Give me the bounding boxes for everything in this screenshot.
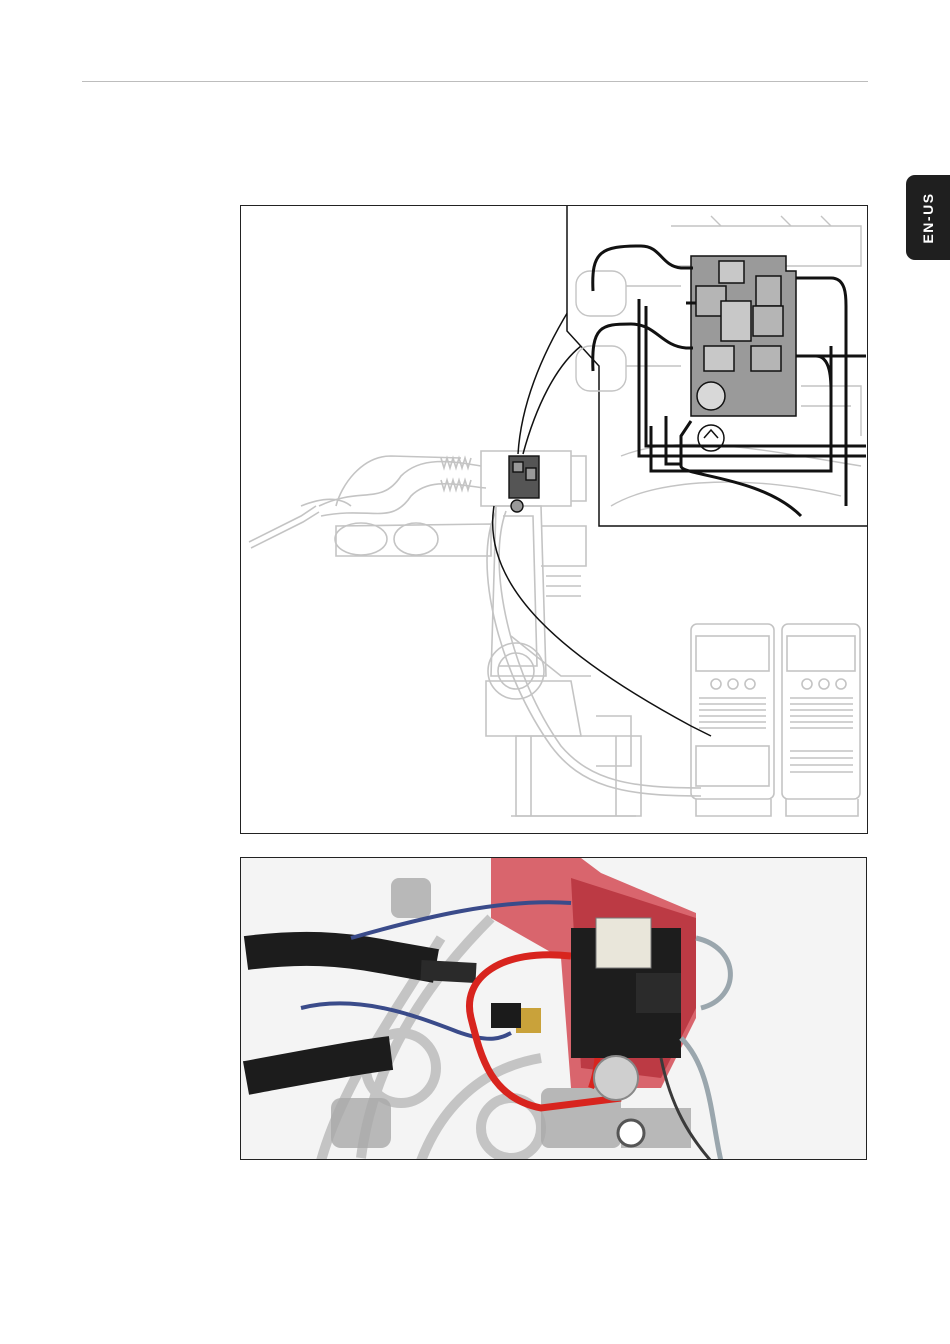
language-tab[interactable]: EN-US: [906, 175, 950, 260]
valve-assembly-illustration: [241, 858, 867, 1160]
header-rule: [82, 81, 868, 82]
language-tab-label: EN-US: [920, 192, 936, 243]
robot-system-drawing: [240, 205, 868, 834]
valve-assembly-photo: [240, 857, 867, 1160]
robot-system-illustration: [241, 206, 868, 834]
